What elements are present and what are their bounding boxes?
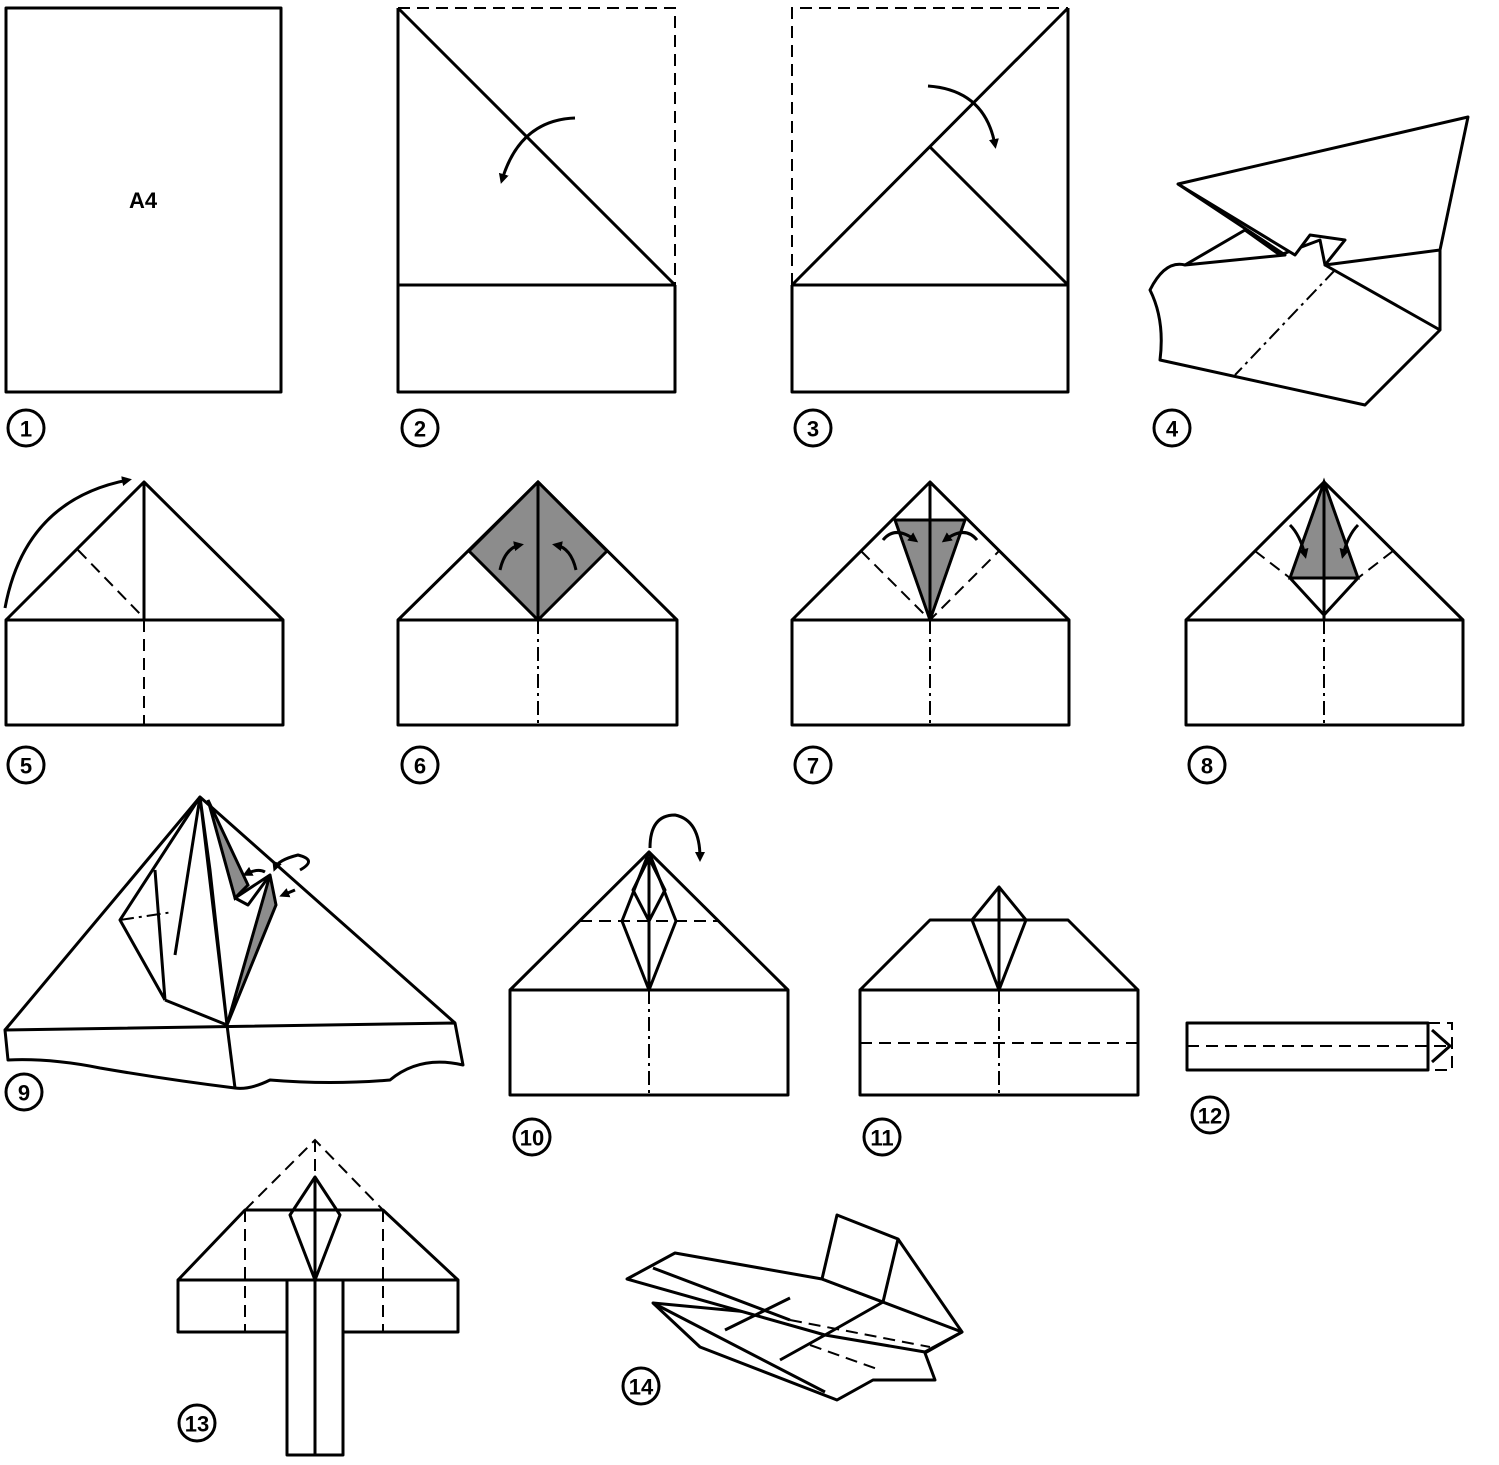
step-1-figure: A4 xyxy=(4,6,283,394)
step-number-3: 3 xyxy=(793,408,833,448)
fold-arrow-icon xyxy=(552,541,578,571)
fold-arrow-icon xyxy=(498,541,524,571)
svg-text:14: 14 xyxy=(629,1375,654,1400)
step-10-figure xyxy=(508,813,790,1097)
fold-arrow-icon xyxy=(1288,523,1309,559)
fold-arrow-icon xyxy=(927,84,999,149)
step-7-figure xyxy=(790,480,1071,727)
step-number-5: 5 xyxy=(6,745,46,785)
svg-text:9: 9 xyxy=(18,1081,30,1106)
svg-text:5: 5 xyxy=(20,754,32,779)
step-number-13: 13 xyxy=(177,1403,217,1443)
step-2-figure xyxy=(396,6,677,394)
step-number-4: 4 xyxy=(1152,408,1192,448)
step-6-figure xyxy=(396,479,679,727)
paper-size-label: A4 xyxy=(129,188,158,213)
step-number-7: 7 xyxy=(793,745,833,785)
step-number-10: 10 xyxy=(512,1117,552,1157)
step-number-14: 14 xyxy=(621,1366,661,1406)
step-14-figure xyxy=(625,1213,964,1402)
fold-arrow-icon xyxy=(881,531,919,543)
svg-text:7: 7 xyxy=(807,754,819,779)
step-12-figure xyxy=(1185,1021,1453,1072)
fold-arrow-icon xyxy=(941,531,979,543)
step-9-figure xyxy=(3,795,465,1090)
svg-text:10: 10 xyxy=(520,1126,544,1151)
step-4-figure xyxy=(1148,115,1470,407)
step-11-figure xyxy=(858,885,1140,1097)
svg-text:8: 8 xyxy=(1201,754,1213,779)
fold-arrow-icon xyxy=(272,853,310,872)
fold-arrow-icon xyxy=(498,116,576,184)
svg-text:2: 2 xyxy=(414,417,426,442)
fold-arrow-icon xyxy=(1339,523,1360,559)
svg-text:6: 6 xyxy=(414,754,426,779)
step-number-9: 9 xyxy=(4,1072,44,1112)
step-8-figure xyxy=(1184,477,1465,727)
fold-arrow-icon xyxy=(648,813,705,862)
step-number-1: 1 xyxy=(6,408,46,448)
svg-text:3: 3 xyxy=(807,417,819,442)
step-5-figure xyxy=(3,476,285,727)
step-number-6: 6 xyxy=(400,745,440,785)
svg-text:13: 13 xyxy=(185,1412,209,1437)
step-3-figure xyxy=(790,6,1070,394)
fold-arrow-icon xyxy=(3,476,132,609)
svg-text:1: 1 xyxy=(20,417,32,442)
svg-text:12: 12 xyxy=(1198,1104,1222,1129)
step-13-figure xyxy=(176,1138,460,1457)
step-number-11: 11 xyxy=(862,1117,902,1157)
fold-arrow-icon xyxy=(242,866,266,876)
svg-text:4: 4 xyxy=(1166,417,1179,442)
svg-text:11: 11 xyxy=(870,1126,893,1151)
step-number-8: 8 xyxy=(1187,745,1227,785)
step-number-2: 2 xyxy=(400,408,440,448)
step-number-12: 12 xyxy=(1190,1095,1230,1135)
